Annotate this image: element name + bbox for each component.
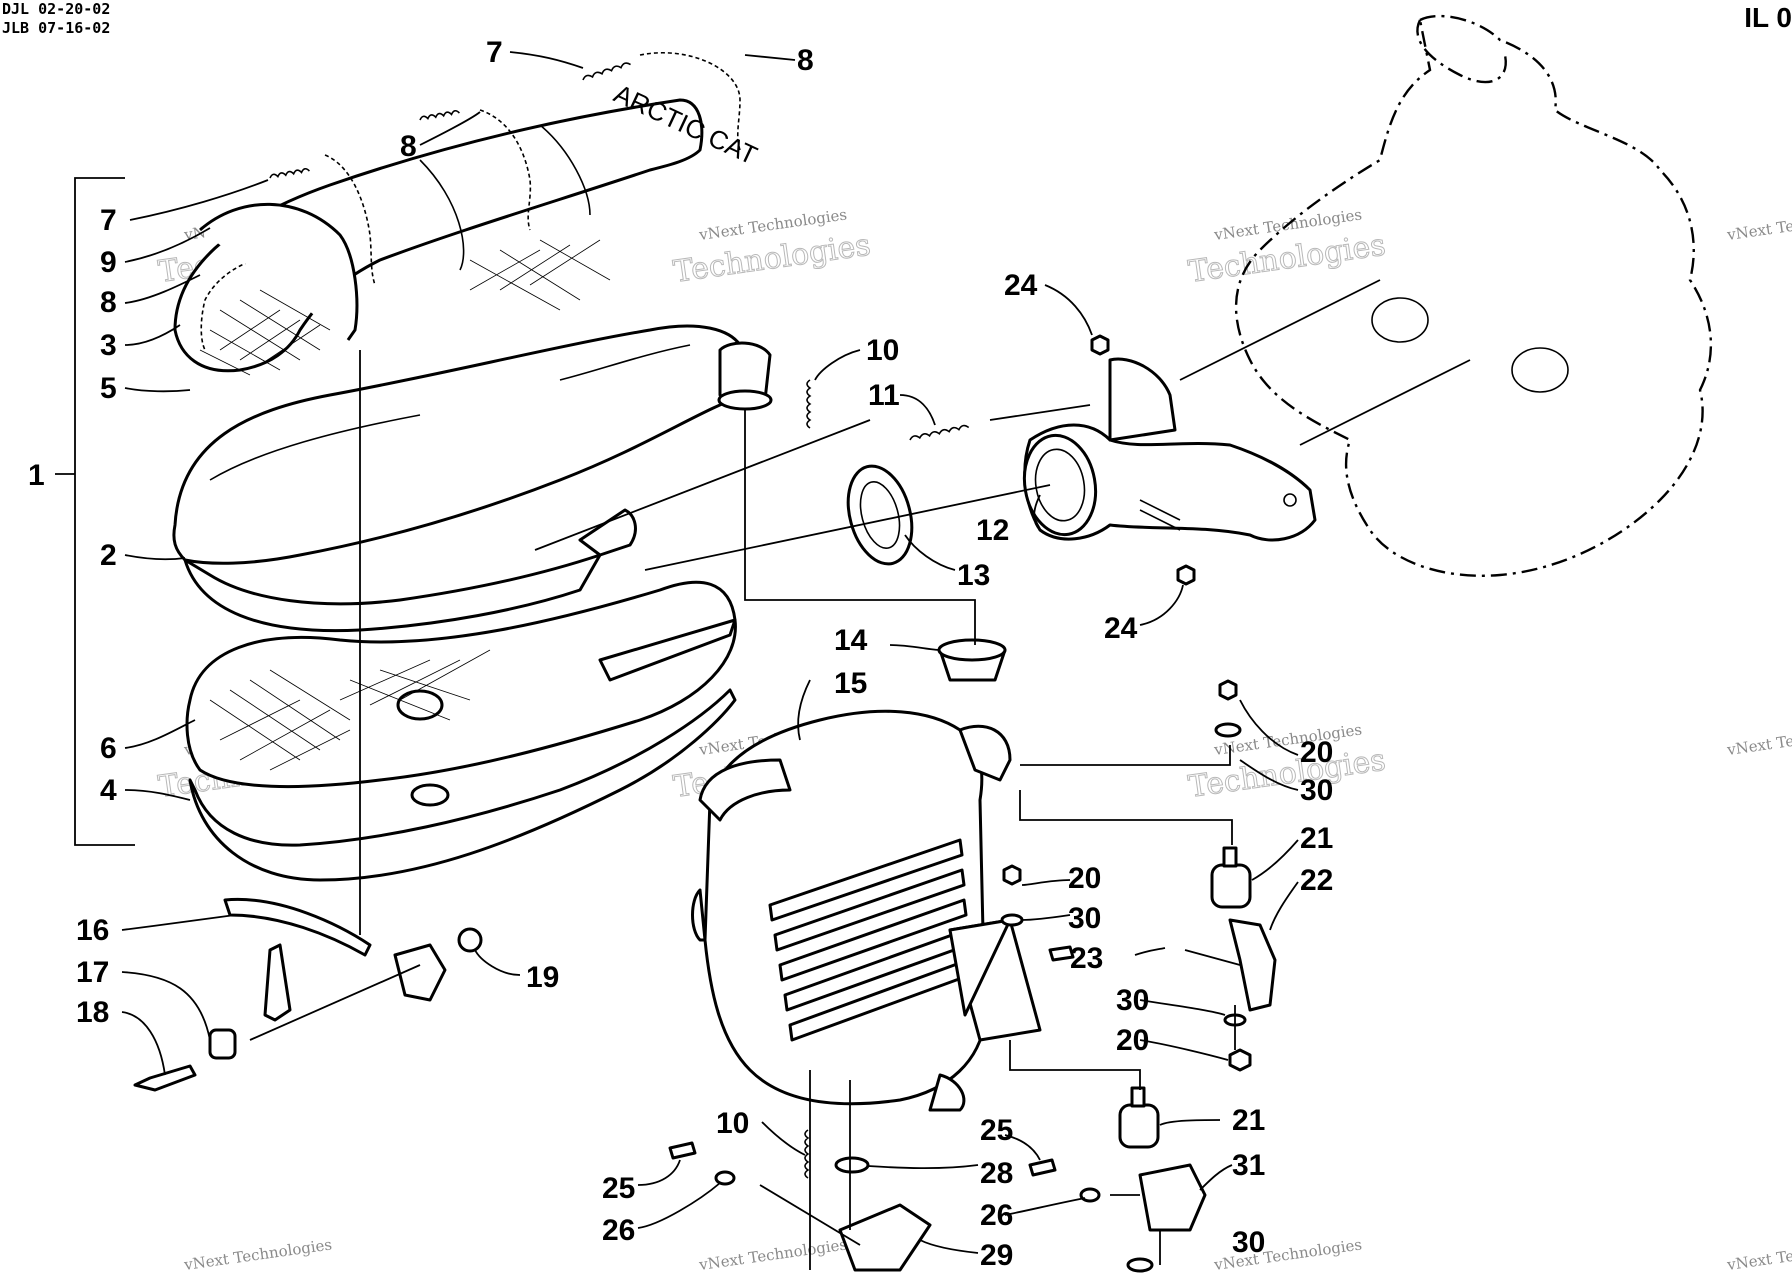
callout-24-top: 24 — [1004, 269, 1038, 302]
callout-29: 29 — [980, 1239, 1013, 1272]
callout-22: 22 — [1300, 864, 1333, 897]
drawing-date-line-1: DJL 02-20-02 — [2, 0, 111, 18]
springs — [269, 62, 970, 1179]
watermark-small: vNext Technologies — [1725, 720, 1792, 759]
lower-shield-mesh — [209, 649, 491, 771]
exhaust-pipe — [172, 324, 773, 633]
watermark-small: vNext Technologies — [1725, 1235, 1792, 1274]
callout-2: 2 — [100, 539, 117, 572]
callout-23: 23 — [1070, 942, 1103, 975]
callout-30-top: 30 — [1300, 774, 1333, 807]
callout-26-left: 26 — [602, 1214, 635, 1247]
callout-12: 12 — [976, 514, 1009, 547]
leader-lines — [249, 279, 1471, 1270]
callout-tails — [121, 51, 1299, 1254]
chain-straps — [199, 51, 741, 351]
callout-10-top: 10 — [866, 334, 899, 367]
callout-24-bottom: 24 — [1104, 612, 1138, 645]
engine-outline — [1234, 14, 1713, 577]
callout-8-left: 8 — [100, 286, 117, 319]
callout-21-bottom: 21 — [1232, 1104, 1265, 1137]
callout-15: 15 — [834, 667, 867, 700]
callout-28: 28 — [980, 1157, 1013, 1190]
callout-26-right: 26 — [980, 1199, 1013, 1232]
callout-18: 18 — [76, 996, 109, 1029]
callout-31: 31 — [1232, 1149, 1265, 1182]
callout-8-top: 8 — [797, 44, 814, 77]
callout-6: 6 — [100, 732, 117, 765]
callout-3: 3 — [100, 329, 117, 362]
callout-labels: 1 2 3 4 5 6 7 7 8 8 8 9 10 10 11 12 13 1… — [28, 36, 1333, 1272]
callout-5: 5 — [100, 372, 117, 405]
hardware-nuts-washers — [457, 334, 1252, 1273]
callout-21-top: 21 — [1300, 822, 1333, 855]
rubber-mounts — [1118, 846, 1252, 1149]
callout-11: 11 — [868, 379, 900, 412]
watermark-small: vNext Technologies — [1725, 205, 1792, 244]
callout-13: 13 — [957, 559, 990, 592]
callout-30-mid: 30 — [1068, 902, 1101, 935]
callout-17: 17 — [76, 956, 109, 989]
mounting-brackets — [133, 897, 1277, 1272]
upper-shield-mesh — [199, 239, 611, 376]
callout-25-left: 25 — [602, 1172, 635, 1205]
callout-4: 4 — [100, 774, 117, 807]
illustration-id: IL 0 — [1744, 2, 1792, 33]
callout-10-bottom: 10 — [716, 1107, 749, 1140]
callout-30-low: 30 — [1116, 984, 1149, 1017]
callout-7-left: 7 — [100, 204, 117, 237]
exhaust-manifold — [846, 357, 1317, 566]
callout-20-top: 20 — [1300, 736, 1333, 769]
callout-16: 16 — [76, 914, 109, 947]
muffler — [691, 709, 1042, 1112]
callout-19: 19 — [526, 961, 559, 994]
watermark-small: vNext Technologies — [182, 1235, 333, 1274]
callout-20-low: 20 — [1116, 1024, 1149, 1057]
grommet — [937, 638, 1007, 682]
callout-1: 1 — [28, 459, 45, 492]
callout-30-bottom: 30 — [1232, 1226, 1265, 1259]
callout-9: 9 — [100, 246, 117, 279]
callout-14: 14 — [834, 624, 868, 657]
lower-heat-shield — [185, 580, 737, 882]
callout-7-top: 7 — [486, 36, 503, 69]
drawing-date-line-2: JLB 07-16-02 — [2, 19, 111, 37]
callout-8-mid: 8 — [400, 130, 417, 163]
assembly-bracket — [55, 177, 135, 846]
callout-25-right: 25 — [980, 1114, 1013, 1147]
watermark-small: vNext Technologies — [697, 1235, 848, 1274]
callout-20-mid: 20 — [1068, 862, 1101, 895]
